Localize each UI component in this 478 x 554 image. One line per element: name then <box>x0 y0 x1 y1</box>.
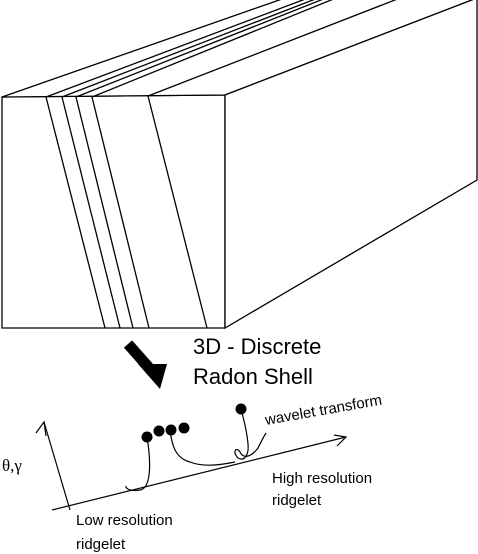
axes <box>35 420 348 511</box>
front-face-planes <box>45 95 208 329</box>
low-res-label-line2: ridgelet <box>76 536 126 553</box>
volume-top-face <box>1 0 474 98</box>
wavelet-curves <box>125 408 267 492</box>
horizontal-axis <box>51 436 347 511</box>
coefficient-dot <box>235 403 247 415</box>
transform-label-line2: Radon Shell <box>193 364 313 389</box>
wavelet-transform-label: wavelet transform <box>263 392 384 429</box>
coefficient-dot <box>178 422 190 434</box>
mid-wavelet-curve <box>169 429 236 466</box>
volume-front-face <box>1 94 226 329</box>
high-res-label-line1: High resolution <box>272 470 372 487</box>
vertical-axis-arrowhead <box>35 420 47 437</box>
coefficient-dot <box>165 424 177 436</box>
vertical-axis <box>43 421 71 511</box>
coefficient-dots <box>141 403 247 443</box>
high-res-label-line2: ridgelet <box>272 492 322 509</box>
coefficient-dot <box>153 425 165 437</box>
top-face-stripes <box>45 0 397 98</box>
horizontal-axis-arrowhead <box>333 434 348 447</box>
down-arrow-icon <box>123 340 167 389</box>
volume-side-face <box>224 0 478 330</box>
axis-label: θ,γ <box>2 456 22 475</box>
coefficient-dot <box>141 431 153 443</box>
high-res-wavelet-curve <box>234 408 267 460</box>
volume-block <box>1 0 478 330</box>
low-res-label-line1: Low resolution <box>76 512 173 529</box>
transform-label-line1: 3D - Discrete <box>193 334 321 359</box>
low-res-wavelet-curve <box>125 436 151 492</box>
